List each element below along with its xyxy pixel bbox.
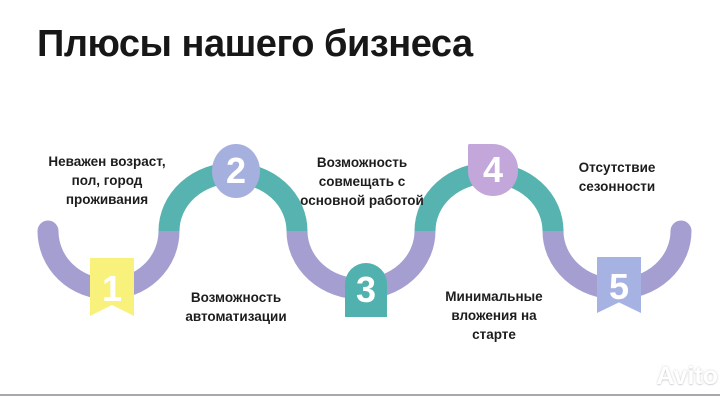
avito-wordmark: Avito	[656, 361, 718, 390]
avito-watermark: Avito	[626, 360, 718, 392]
step-label-2-line-2: автоматизации	[185, 309, 287, 324]
slide-title: Плюсы нашего бизнеса	[37, 23, 473, 65]
step-marker-2: 2	[212, 144, 260, 198]
step-label-3-line-2: совмещать с	[318, 174, 406, 189]
step-number-2: 2	[225, 150, 247, 191]
step-number-1: 1	[101, 268, 123, 309]
step-label-1: Неважен возраст, пол, город проживания	[27, 152, 187, 209]
step-label-4-line-2: вложения на	[451, 308, 537, 323]
step-number-4: 4	[482, 149, 504, 190]
step-label-1-line-1: Неважен возраст,	[48, 154, 166, 169]
avito-logo-icon	[627, 365, 651, 392]
bottom-divider	[0, 394, 720, 396]
step-label-5: Отсутствие сезонности	[557, 158, 677, 196]
step-label-4: Минимальные вложения на старте	[414, 287, 574, 344]
step-label-5-line-2: сезонности	[578, 179, 656, 194]
step-number-3: 3	[355, 269, 377, 310]
step-marker-3: 3	[345, 263, 387, 317]
step-label-4-line-3: старте	[472, 327, 516, 342]
step-label-4-line-1: Минимальные	[445, 289, 543, 304]
step-number-5: 5	[608, 266, 630, 307]
step-label-3-line-3: основной работой	[300, 193, 424, 208]
step-label-3: Возможность совмещать с основной работой	[272, 153, 452, 210]
step-label-1-line-2: пол, город	[71, 173, 143, 188]
step-label-1-line-3: проживания	[65, 192, 149, 207]
step-marker-4: 4	[468, 144, 518, 196]
step-label-2: Возможность автоматизации	[156, 288, 316, 326]
step-label-3-line-1: Возможность	[316, 155, 408, 170]
step-label-2-line-1: Возможность	[190, 290, 282, 305]
step-label-5-line-1: Отсутствие	[578, 160, 656, 175]
